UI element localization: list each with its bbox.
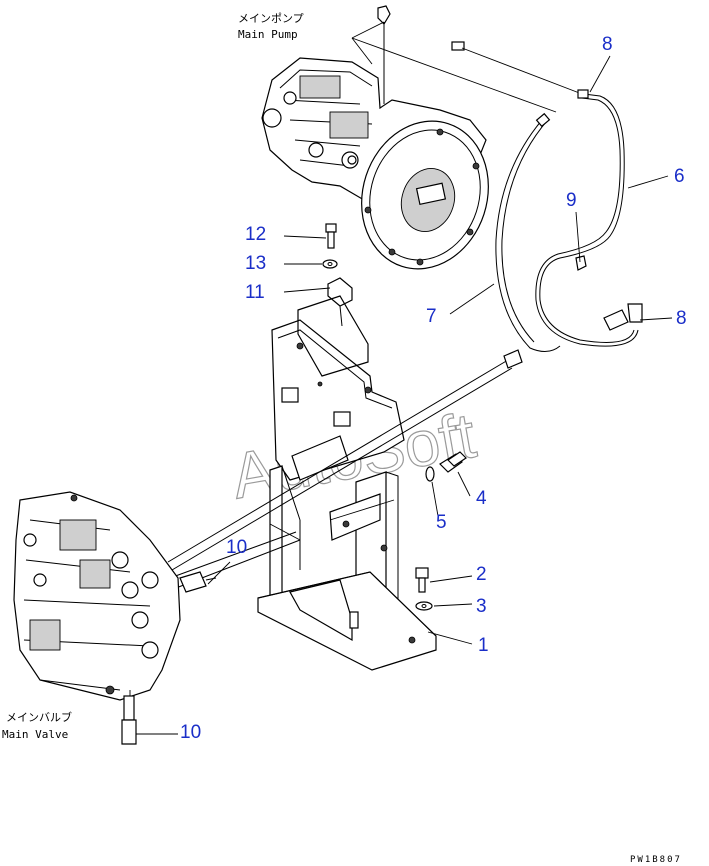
callout-3: 3 (476, 596, 487, 617)
washer-3 (415, 601, 433, 611)
main-valve (13, 491, 217, 745)
callout-5: 5 (436, 512, 447, 533)
washer-13 (322, 259, 338, 269)
callout-12: 12 (245, 224, 266, 245)
callout-1: 1 (478, 635, 489, 656)
callout-4: 4 (476, 488, 487, 509)
callout-8-right: 8 (676, 308, 687, 329)
callout-8-top: 8 (602, 34, 613, 55)
bolt-2 (415, 567, 429, 593)
bolt-4 (439, 451, 467, 473)
fitting-8-lower (603, 303, 643, 331)
callout-9: 9 (566, 190, 577, 211)
callout-13: 13 (245, 253, 266, 274)
main-valve-label-en: Main Valve (2, 728, 68, 741)
main-valve-label-jp: メインバルブ (6, 710, 72, 724)
callout-2: 2 (476, 564, 487, 585)
callout-11: 11 (245, 282, 265, 303)
hose-7 (495, 112, 561, 352)
drawing-code: PW1B807 (630, 855, 682, 865)
clamp-11 (297, 277, 369, 377)
main-pump-label-jp: メインポンプ (238, 12, 304, 25)
hose-6 (535, 89, 639, 347)
callout-10-lower: 10 (180, 722, 201, 743)
callout-7: 7 (426, 306, 437, 327)
callout-10-upper: 10 (226, 537, 247, 558)
main-pump (261, 5, 489, 270)
mounting-stand (257, 319, 437, 671)
bolt-12 (325, 223, 337, 249)
main-pump-label-en: Main Pump (238, 28, 298, 41)
hose-upper (167, 359, 513, 571)
callout-6: 6 (674, 166, 685, 187)
washer-5 (425, 466, 435, 482)
